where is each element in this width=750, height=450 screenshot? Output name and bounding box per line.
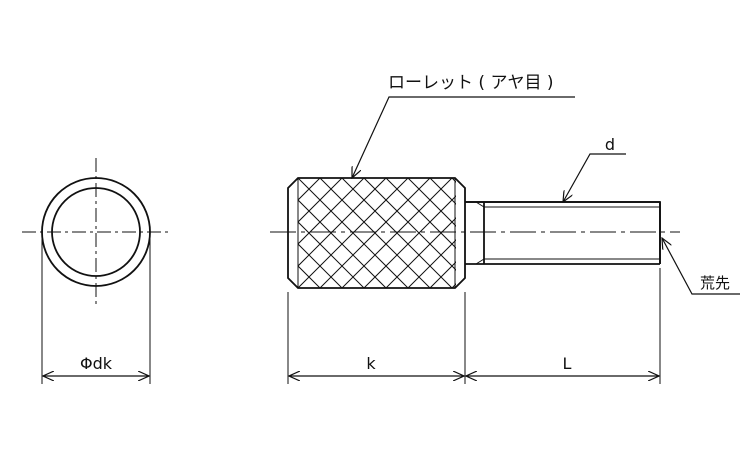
chamfer-leader xyxy=(662,238,740,295)
thread-runout-bottom xyxy=(475,258,485,265)
knurl-note-label: ローレット ( アヤ目 ) xyxy=(388,73,553,93)
knurl-pattern xyxy=(298,178,456,288)
length-label: L xyxy=(563,354,572,373)
side-view xyxy=(270,96,740,384)
thread-runout-top xyxy=(475,201,485,208)
d-leader xyxy=(563,153,626,202)
head-diameter-label: Φdk xyxy=(80,354,113,373)
head-length-label: k xyxy=(366,354,376,373)
shank-outline xyxy=(465,201,661,264)
knurl-leader xyxy=(352,96,575,178)
end-view xyxy=(22,158,172,384)
thread-diameter-label: d xyxy=(605,135,615,154)
chamfer-note-label: 荒先 xyxy=(700,274,730,292)
